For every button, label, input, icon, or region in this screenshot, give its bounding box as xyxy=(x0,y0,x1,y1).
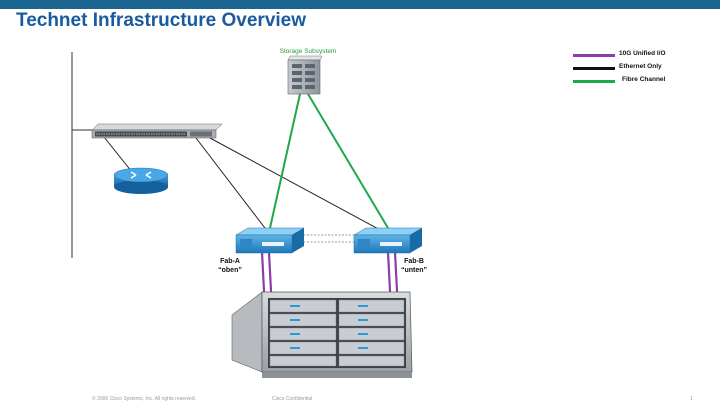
fabric-a-label: Fab-A “oben” xyxy=(212,257,248,275)
legend-item-fibre-channel: Fibre Channel xyxy=(573,75,693,88)
legend-swatch-ethernet xyxy=(573,67,615,70)
switch-to-fabb-ethernet-link xyxy=(209,137,385,233)
page-title: Technet Infrastructure Overview xyxy=(16,10,307,31)
ethernet-switch-icon xyxy=(91,123,223,139)
fabric-b-name: Fab-B xyxy=(404,258,424,265)
blade-chassis-icon xyxy=(231,291,413,378)
legend-label-unified-io: 10G Unified I/O xyxy=(619,50,666,57)
fabric-interconnect-a-icon xyxy=(235,227,305,254)
fabric-b-alias: “unten” xyxy=(400,267,428,274)
page-number: 1 xyxy=(690,396,693,402)
switch-to-router-link xyxy=(103,136,133,173)
legend-label-fibre-channel: Fibre Channel xyxy=(622,76,666,83)
legend-label-ethernet: Ethernet Only xyxy=(619,63,662,70)
fabric-a-name: Fab-A xyxy=(220,258,240,265)
router-icon xyxy=(113,167,169,194)
switch-to-faba-ethernet-link xyxy=(195,137,269,233)
footer-confidential: Cisco Confidential xyxy=(272,396,313,402)
legend-swatch-unified-io xyxy=(573,54,615,57)
fabric-interconnect-b-icon xyxy=(353,227,423,254)
faba-to-storage-fc-link xyxy=(269,93,301,229)
storage-subsystem-label: Storage Subsystem xyxy=(279,48,337,55)
fabb-to-storage-fc-link xyxy=(307,93,389,229)
fabric-b-label: Fab-B “unten” xyxy=(396,257,432,275)
storage-array-icon xyxy=(287,55,323,95)
footer-copyright: © 2006 Cisco Systems, Inc. All rights re… xyxy=(92,396,197,402)
top-accent-bar xyxy=(0,0,720,9)
legend-item-ethernet: Ethernet Only xyxy=(573,62,693,75)
legend-item-unified-io: 10G Unified I/O xyxy=(573,49,693,62)
fabric-a-alias: “oben” xyxy=(218,267,242,274)
legend: 10G Unified I/O Ethernet Only Fibre Chan… xyxy=(573,49,693,88)
legend-swatch-fibre-channel xyxy=(573,80,615,83)
